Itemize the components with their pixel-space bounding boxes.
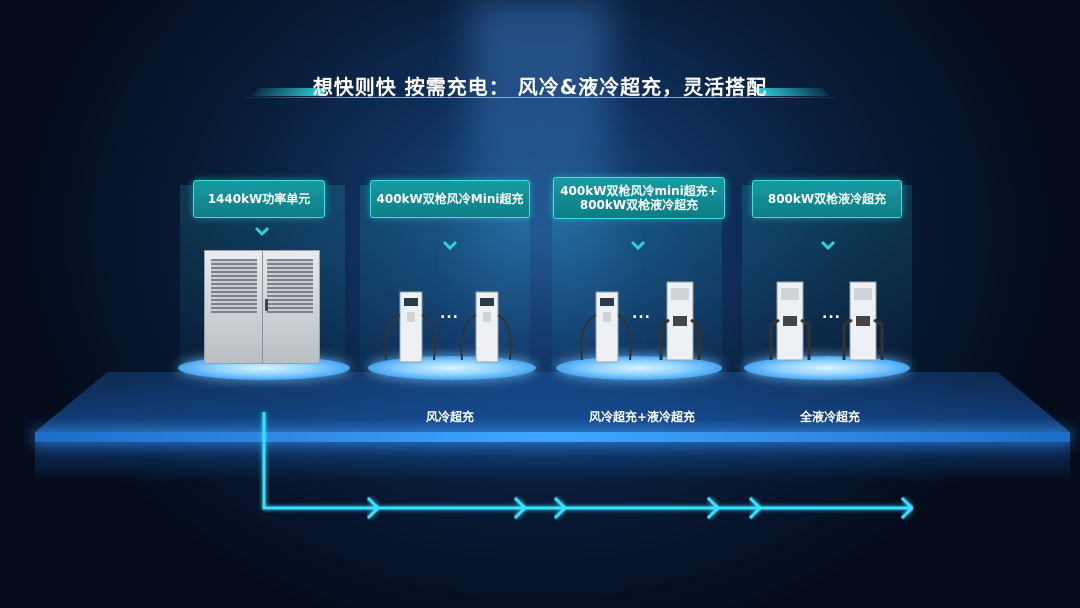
platform-surface	[35, 372, 1070, 432]
column-4-caption: 全液冷超充	[799, 410, 860, 424]
liquid-cooled-charger-image	[842, 281, 884, 361]
cabinet-vent	[267, 259, 313, 315]
flow-arrow-icon	[513, 496, 528, 520]
chevron-down-icon	[442, 240, 458, 251]
column-1-label: 1440kW功率单元	[193, 180, 325, 218]
power-unit-cabinet-image	[204, 250, 320, 364]
air-cooled-charger-image	[384, 291, 436, 363]
cabinet-vent	[211, 259, 257, 315]
flow-arrow-icon	[366, 496, 381, 520]
column-2-label: 400kW双枪风冷Mini超充	[370, 180, 530, 218]
ellipsis: ...	[440, 306, 459, 322]
flow-arrow-icon	[706, 496, 721, 520]
column-3-pedestal	[556, 356, 722, 380]
chevron-down-icon	[820, 240, 836, 251]
column-3-label: 400kW双枪风冷mini超充+ 800kW双枪液冷超充	[553, 177, 725, 219]
flow-arrow-icon	[900, 496, 915, 520]
page-title: 想快则快 按需充电： 风冷&液冷超充，灵活搭配	[312, 75, 768, 99]
air-cooled-charger-image	[460, 291, 512, 363]
title-underline	[240, 97, 840, 98]
platform-edge	[35, 432, 1070, 442]
column-3-caption: 风冷超充+液冷超充	[588, 410, 696, 424]
cabinet-door-line	[262, 251, 263, 363]
cabinet-handle	[265, 299, 268, 311]
chevron-down-icon	[630, 240, 646, 251]
air-cooled-charger-image	[580, 291, 632, 363]
liquid-cooled-charger-image	[659, 281, 701, 361]
ellipsis: ...	[632, 306, 651, 322]
flow-arrow-icon	[748, 496, 763, 520]
column-2-caption: 风冷超充	[425, 410, 474, 424]
platform-glow	[35, 442, 1070, 482]
flow-arrow-icon	[553, 496, 568, 520]
chevron-down-icon	[254, 226, 270, 237]
column-2-pedestal	[368, 356, 536, 380]
column-4-label: 800kW双枪液冷超充	[752, 180, 902, 218]
ellipsis: ...	[822, 306, 841, 322]
liquid-cooled-charger-image	[769, 281, 811, 361]
